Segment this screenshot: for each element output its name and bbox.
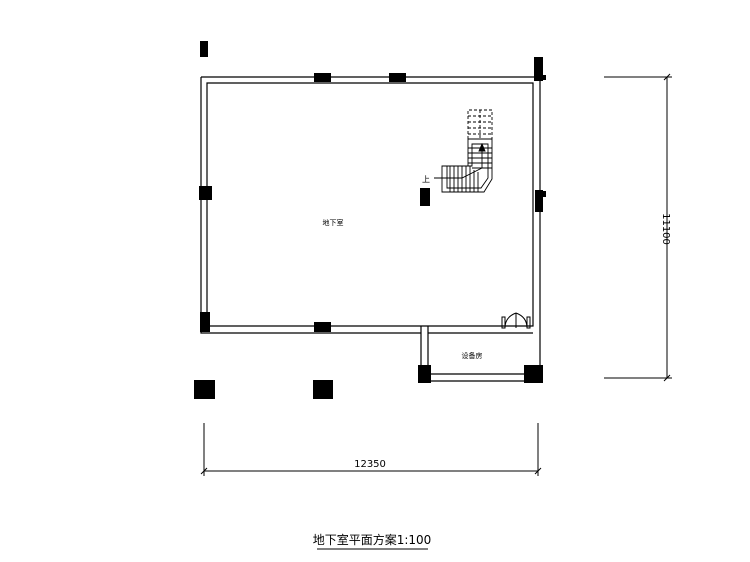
column xyxy=(314,322,331,332)
column xyxy=(389,73,406,82)
dimension-width-label: 12350 xyxy=(354,459,386,470)
column xyxy=(420,188,430,206)
basement-inner-wall xyxy=(206,82,534,327)
basement-outer-wall xyxy=(201,76,541,371)
basement-west-outer-wall xyxy=(200,77,421,334)
drawing-title: 地下室平面方案1:100 xyxy=(313,532,432,547)
dimension-height-label: 11100 xyxy=(660,213,671,245)
room-label-equipment: 设备房 xyxy=(462,351,483,360)
column xyxy=(418,365,431,383)
dimension-lines xyxy=(200,73,672,476)
column xyxy=(194,380,215,399)
column xyxy=(524,365,543,383)
column xyxy=(534,57,543,81)
column xyxy=(199,186,212,200)
column xyxy=(313,380,333,399)
column xyxy=(200,41,208,57)
column xyxy=(540,75,546,80)
room-label-basement: 地下室 xyxy=(323,218,344,227)
double-door xyxy=(501,312,531,329)
column xyxy=(314,73,331,82)
column xyxy=(540,191,546,197)
staircase xyxy=(434,109,493,193)
stair-up-label: 上 xyxy=(422,175,430,184)
column xyxy=(535,190,543,212)
column xyxy=(200,312,210,332)
structural-columns xyxy=(194,41,546,399)
